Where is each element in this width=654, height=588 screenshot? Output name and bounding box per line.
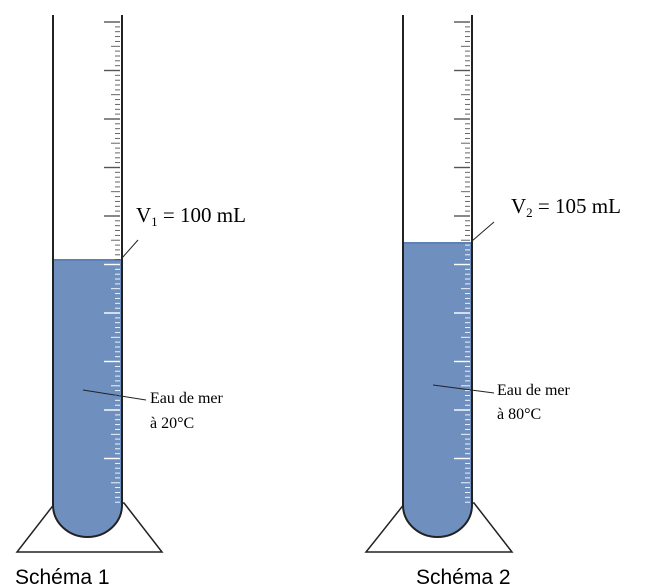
cylinder-1-graduations <box>104 21 120 503</box>
cylinder-2-liquid-pointer <box>432 384 495 394</box>
cylinder-1: V1 = 100 mL Eau de mer à 20°C Schéma 1 <box>15 15 246 588</box>
caption-2: Schéma 2 <box>416 566 511 588</box>
cylinder-2-liquid <box>403 243 472 537</box>
cylinder-1-volume-label: V1 = 100 mL <box>136 203 246 229</box>
cylinder-2: V2 = 105 mL Eau de mer à 80°C Schéma 2 <box>364 15 621 588</box>
cylinder-2-liquid-label-line2: à 80°C <box>497 406 541 423</box>
cylinder-2-glass <box>402 15 473 538</box>
cylinder-1-glass <box>52 15 123 538</box>
cylinder-2-graduations <box>454 21 470 503</box>
caption-1: Schéma 1 <box>15 566 110 588</box>
cylinder-2-volume-pointer <box>471 221 495 242</box>
cylinder-1-liquid <box>53 260 122 537</box>
cylinder-2-liquid-label-line1: Eau de mer <box>497 382 571 399</box>
cylinder-1-volume-pointer <box>121 239 139 259</box>
cylinder-2-volume-label: V2 = 105 mL <box>511 194 621 220</box>
cylinder-1-liquid-label-line2: à 20°C <box>150 415 194 432</box>
cylinder-1-liquid-pointer <box>82 389 147 401</box>
cylinder-1-liquid-label-line1: Eau de mer <box>150 390 224 407</box>
